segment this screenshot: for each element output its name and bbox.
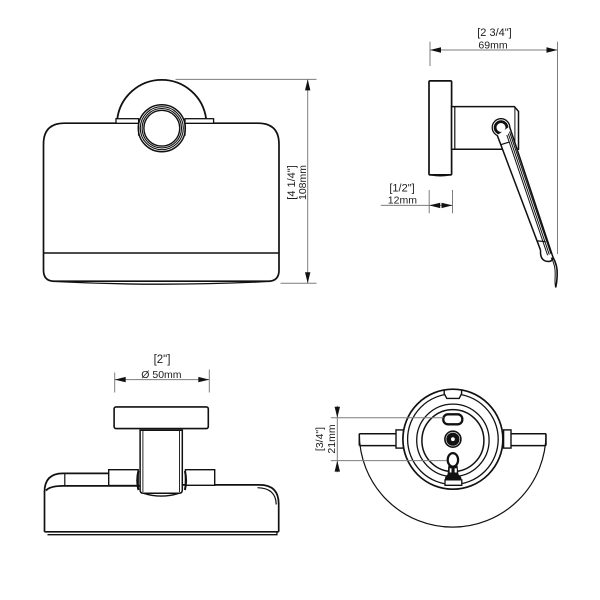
svg-text:[4 1/4"]: [4 1/4"] — [286, 165, 298, 199]
svg-text:108mm: 108mm — [297, 165, 309, 200]
svg-text:Ø 50mm: Ø 50mm — [141, 369, 182, 381]
svg-text:12mm: 12mm — [388, 195, 417, 207]
svg-text:[2 3/4"]: [2 3/4"] — [477, 27, 511, 39]
svg-text:[3/4"]: [3/4"] — [314, 427, 326, 451]
svg-text:21mm: 21mm — [326, 424, 338, 453]
svg-text:69mm: 69mm — [478, 40, 507, 52]
svg-text:[1/2"]: [1/2"] — [389, 183, 414, 195]
svg-text:[2"]: [2"] — [154, 354, 171, 366]
